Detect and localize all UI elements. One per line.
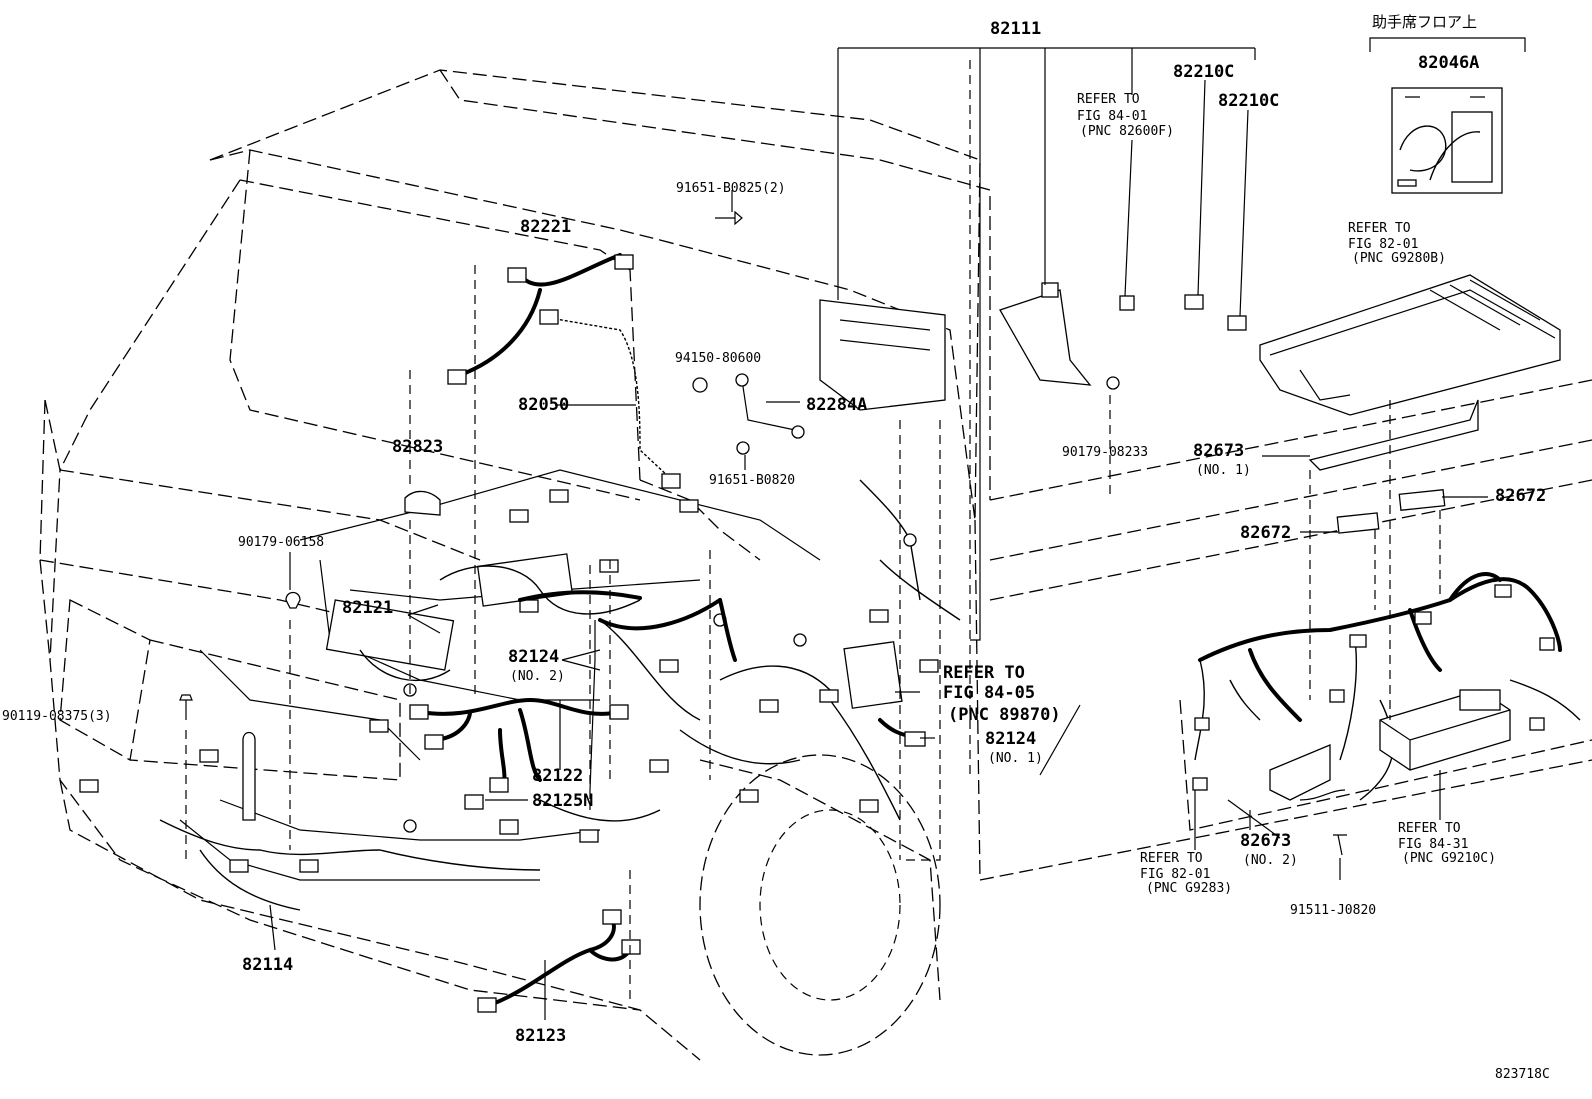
label-82124-no2-sub: (NO. 2)	[510, 669, 565, 684]
label-82221: 82221	[520, 217, 571, 237]
harness-82221	[518, 253, 622, 287]
ref-84-05-line3: (PNC 89870)	[948, 705, 1061, 725]
label-82673-no1: 82673	[1193, 441, 1244, 461]
nut-icon	[692, 377, 708, 393]
label-82124-no1: 82124	[985, 729, 1036, 749]
bolt-icon	[1333, 834, 1347, 856]
clip-icon	[1106, 376, 1120, 390]
bracket-82673-no2	[1269, 744, 1331, 801]
ref-84-01-line1: REFER TO	[1077, 92, 1140, 107]
ref-82-01-line1: REFER TO	[1348, 221, 1411, 236]
label-82050: 82050	[518, 395, 569, 415]
label-94150-80600: 94150-80600	[675, 351, 761, 366]
ref-82-01b-line3: (PNC G9283)	[1146, 881, 1232, 896]
bolt-icon	[736, 441, 750, 455]
ref-84-05-line2: FIG 84-05	[943, 683, 1035, 703]
label-82284a: 82284A	[806, 395, 867, 415]
label-91651-b0820: 91651-B0820	[709, 473, 795, 488]
label-82124-no2: 82124	[508, 647, 559, 667]
label-jp-floor: 助手席フロア上	[1372, 13, 1477, 31]
ref-84-01-line3: (PNC 82600F)	[1080, 124, 1174, 139]
ref-84-05-line1: REFER TO	[943, 663, 1025, 683]
ref-82-01b-line2: FIG 82-01	[1140, 867, 1210, 882]
harness-82114	[159, 819, 541, 871]
label-82672: 82672	[1240, 523, 1291, 543]
label-82124-no1-sub: (NO. 1)	[988, 751, 1043, 766]
bracket-82673-no1	[1308, 399, 1479, 471]
label-91511-j0820: 91511-J0820	[1290, 903, 1376, 918]
inset-82046a	[1369, 37, 1526, 194]
label-82121: 82121	[342, 598, 393, 618]
harness-82673	[1198, 577, 1562, 662]
ref-84-31-line1: REFER TO	[1398, 821, 1461, 836]
bolt-icon	[179, 694, 193, 720]
labels: 82111 82210C 82210C 助手席フロア上 82046A REFER…	[2, 13, 1550, 1082]
label-90119-08375: 90119-08375(3)	[2, 709, 112, 724]
label-82046a: 82046A	[1418, 53, 1479, 73]
ref-82-01b-line1: REFER TO	[1140, 851, 1203, 866]
ref-84-31-line3: (PNC G9210C)	[1402, 851, 1496, 866]
truck-cab-outline	[39, 69, 1592, 1061]
part-82672	[1398, 489, 1446, 511]
label-82122: 82122	[532, 766, 583, 786]
label-91651-b0825: 91651-B0825(2)	[676, 181, 786, 196]
ground-strap-82284a	[741, 379, 796, 431]
label-82673-no1-sub: (NO. 1)	[1196, 463, 1251, 478]
label-82673-no2-sub: (NO. 2)	[1243, 853, 1298, 868]
ref-82-01-line2: FIG 82-01	[1348, 237, 1418, 252]
ref-84-01-line2: FIG 84-01	[1077, 109, 1147, 124]
clip-icon	[285, 591, 301, 609]
bracket	[999, 289, 1092, 386]
battery-box	[1259, 274, 1561, 416]
label-82123: 82123	[515, 1026, 566, 1046]
ref-84-31-line2: FIG 84-31	[1398, 837, 1468, 852]
label-82823: 82823	[392, 437, 443, 457]
label-82125n: 82125N	[532, 791, 593, 811]
part-82672	[1336, 512, 1380, 534]
ecu-89870	[843, 641, 903, 709]
leader-lines	[185, 47, 1488, 1020]
label-82114: 82114	[242, 955, 293, 975]
label-82672: 82672	[1495, 486, 1546, 506]
label-82673-no2: 82673	[1240, 831, 1291, 851]
part-82823	[404, 490, 441, 516]
relay-box-82111	[819, 299, 946, 411]
label-90179-06158: 90179-06158	[238, 535, 324, 550]
label-82210c: 82210C	[1173, 62, 1234, 82]
harness-82050	[549, 317, 671, 479]
parts	[179, 210, 1561, 1013]
label-82210c: 82210C	[1218, 91, 1279, 111]
bolt-icon	[715, 210, 743, 226]
harness-82121	[518, 590, 642, 602]
harness-82123	[488, 913, 616, 1007]
ref-82-01-line3: (PNC G9280B)	[1352, 251, 1446, 266]
harness-82122	[418, 697, 622, 716]
label-82111: 82111	[990, 19, 1041, 39]
label-90179-08233: 90179-08233	[1062, 445, 1148, 460]
diagram-id: 823718C	[1495, 1067, 1550, 1082]
